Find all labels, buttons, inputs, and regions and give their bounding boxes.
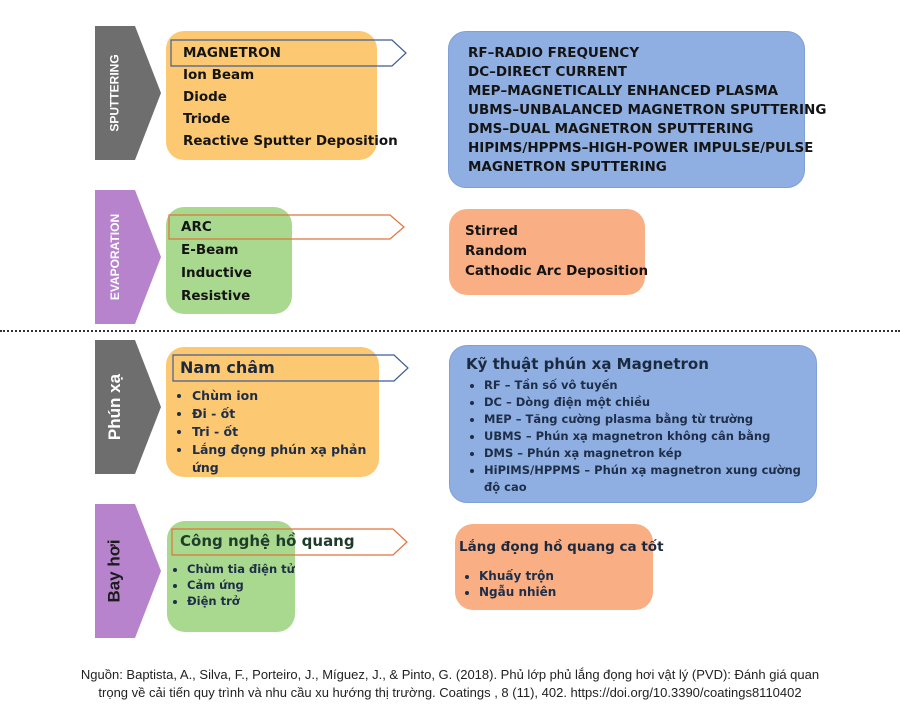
list-item: Diode	[183, 89, 227, 105]
evaporation-chevron: EVAPORATION	[95, 190, 161, 324]
section-divider	[0, 330, 900, 332]
list-item: Chùm ion	[192, 387, 387, 405]
evaporation-label: EVAPORATION	[108, 213, 123, 301]
list-item: E-Beam	[181, 242, 239, 258]
list-item: Triode	[183, 111, 231, 127]
nam-cham-methods-list: Chùm ion Đi - ốt Tri - ốt Lắng đọng phún…	[174, 387, 387, 477]
list-item: Tri - ốt	[192, 423, 387, 441]
list-item: RF – Tần số vô tuyến	[484, 377, 819, 394]
ho-quang-title: Công nghệ hồ quang	[180, 532, 355, 550]
caption-line-1: Nguồn: Baptista, A., Silva, F., Porteiro…	[80, 667, 820, 682]
list-item: Ion Beam	[183, 67, 255, 83]
evaporation-methods-box: ARC E-Beam Inductive Resistive	[166, 207, 292, 314]
arc-types-box: Stirred Random Cathodic Arc Deposition	[449, 209, 648, 295]
list-item: Lắng đọng phún xạ phản ứng	[192, 441, 387, 477]
magnetron-vi-title: Kỹ thuật phún xạ Magnetron	[466, 355, 709, 373]
nam-cham-box: Nam châm Chùm ion Đi - ốt Tri - ốt Lắng …	[166, 347, 379, 477]
magnetron-types-list: RF–RADIO FREQUENCY DC–DIRECT CURRENT MEP…	[468, 44, 826, 177]
arc-types-list: Stirred Random Cathodic Arc Deposition	[465, 221, 648, 281]
list-item: Resistive	[181, 288, 251, 304]
list-item: DMS – Phún xạ magnetron kép	[484, 445, 819, 462]
list-item: Cathodic Arc Deposition	[465, 263, 649, 279]
sputtering-chevron: SPUTTERING	[95, 26, 161, 160]
list-item: DC–DIRECT CURRENT	[468, 64, 627, 80]
caption-line-2: trọng về cải tiến quy trình và nhu cầu x…	[98, 685, 802, 700]
nam-cham-title: Nam châm	[180, 358, 275, 377]
list-item: Reactive Sputter Deposition	[183, 133, 398, 149]
list-item: Chùm tia điện tử	[187, 561, 311, 577]
magnetron-arrow-outline	[170, 39, 407, 67]
list-item: HiPIMS/HPPMS – Phún xạ magnetron xung cư…	[484, 462, 819, 496]
magnetron-vi-box: Kỹ thuật phún xạ Magnetron RF – Tần số v…	[449, 345, 817, 503]
list-item: DMS–DUAL MAGNETRON SPUTTERING	[468, 121, 754, 137]
list-item: DC – Dòng điện một chiều	[484, 394, 819, 411]
list-item: Inductive	[181, 265, 252, 281]
magnetron-types-box: RF–RADIO FREQUENCY DC–DIRECT CURRENT MEP…	[448, 31, 826, 188]
arc-vi-list: Khuấy trộn Ngẫu nhiên	[461, 568, 659, 600]
nam-cham-arrow-outline	[172, 354, 409, 382]
list-item: RF–RADIO FREQUENCY	[468, 45, 640, 61]
list-item: MAGNETRON	[183, 45, 281, 61]
list-item: UBMS – Phún xạ magnetron không cân bằng	[484, 428, 819, 445]
phun-xa-chevron: Phún xạ	[95, 340, 161, 474]
list-item: HIPIMS/HPPMS–HIGH-POWER IMPULSE/PULSE	[468, 140, 814, 156]
arc-vi-box: Lắng đọng hồ quang ca tốt Khuấy trộn Ngẫ…	[455, 524, 664, 610]
bay-hoi-label: Bay hơi	[105, 539, 125, 603]
ho-quang-box: Chùm tia điện tử Cảm ứng Điện trở	[167, 521, 295, 632]
list-item: UBMS–UNBALANCED MAGNETRON SPUTTERING	[468, 102, 827, 118]
phun-xa-label: Phún xạ	[105, 373, 124, 441]
list-item: MEP – Tăng cường plasma bằng từ trường	[484, 411, 819, 428]
evaporation-methods-list: ARC E-Beam Inductive Resistive	[181, 216, 252, 308]
list-item: Stirred	[465, 223, 518, 239]
sputtering-methods-box: MAGNETRON Ion Beam Diode Triode Reactive…	[166, 31, 398, 160]
list-item: Cảm ứng	[187, 577, 311, 593]
arc-vi-title: Lắng đọng hồ quang ca tốt	[459, 539, 664, 555]
magnetron-vi-list: RF – Tần số vô tuyến DC – Dòng điện một …	[466, 377, 819, 496]
bay-hoi-chevron: Bay hơi	[95, 504, 161, 638]
arc-arrow-outline	[168, 214, 405, 240]
list-item: Random	[465, 243, 528, 259]
ho-quang-methods-list: Chùm tia điện tử Cảm ứng Điện trở	[169, 561, 311, 609]
list-item: Khuấy trộn	[479, 568, 659, 584]
sputtering-methods-list: MAGNETRON Ion Beam Diode Triode Reactive…	[183, 42, 398, 152]
list-item: Ngẫu nhiên	[479, 584, 659, 600]
list-item: Điện trở	[187, 593, 311, 609]
list-item: MEP–MAGNETICALLY ENHANCED PLASMA	[468, 83, 779, 99]
source-caption: Nguồn: Baptista, A., Silva, F., Porteiro…	[0, 666, 900, 702]
sputtering-label: SPUTTERING	[108, 54, 122, 132]
ho-quang-arrow-outline	[171, 528, 408, 556]
list-item: MAGNETRON SPUTTERING	[468, 159, 667, 175]
list-item: Đi - ốt	[192, 405, 387, 423]
list-item: ARC	[181, 219, 212, 235]
